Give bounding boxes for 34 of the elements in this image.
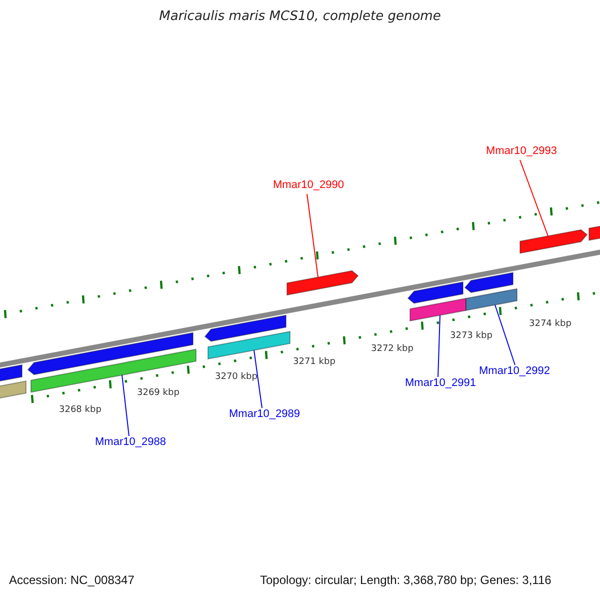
leader-line (254, 350, 262, 408)
leader-line (306, 194, 318, 278)
gene-block (0, 364, 22, 382)
gene-label: Mmar10_2990 (273, 179, 344, 192)
footer-text: Accession: NC_008347 (9, 574, 134, 588)
scale-label: 3273 kbp (450, 331, 492, 342)
gene-label: Mmar10_2989 (229, 408, 300, 421)
gene-block-pointed (286, 270, 359, 296)
gene-label: Mmar10_2991 (405, 377, 476, 390)
gene-block (208, 330, 290, 360)
gene-block (0, 380, 26, 400)
gene-block-pointed (464, 272, 514, 294)
gene-label: Mmar10_2988 (95, 436, 166, 449)
leader-line (494, 304, 516, 366)
title: Maricaulis maris MCS10, complete genome (158, 10, 442, 25)
leader-line (520, 160, 548, 236)
gene-block (588, 224, 600, 241)
scale-label: 3268 kbp (59, 405, 102, 416)
gene-label: Mmar10_2993 (486, 145, 557, 158)
gene-block (410, 298, 466, 322)
gene-label: Mmar10_2992 (479, 365, 550, 378)
gene-block-pointed (27, 332, 194, 376)
scale-label: 3269 kbp (137, 388, 180, 398)
footer-text: Topology: circular; Length: 3,368,780 bp; Genes: 3,116 (260, 574, 552, 588)
scale-label: 3271 kbp (293, 357, 336, 368)
gene-block (466, 288, 518, 311)
scale-label: 3270 kbp (215, 372, 258, 382)
scale-label: 3272 kbp (371, 344, 414, 354)
gene-block-pointed (204, 314, 286, 342)
scale-label: 3274 kbp (529, 319, 572, 330)
leader-line (438, 314, 440, 378)
gene-block-pointed (407, 281, 464, 304)
gene-block-pointed (520, 229, 588, 254)
leader-line (122, 374, 130, 436)
